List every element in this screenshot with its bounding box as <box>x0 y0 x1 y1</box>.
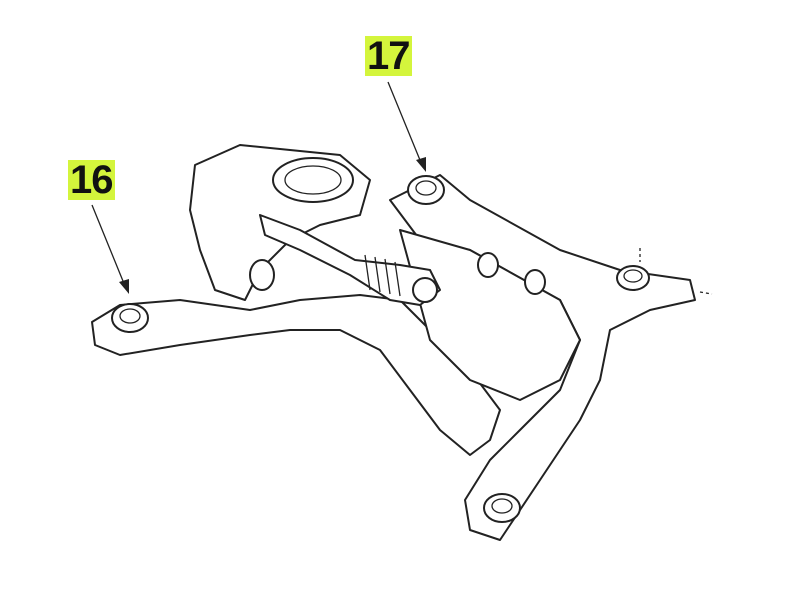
callout-label-17: 17 <box>365 34 412 78</box>
leader-arrow-16 <box>91 204 129 294</box>
subframe-drawing <box>91 144 713 541</box>
bushing-16 <box>111 303 149 333</box>
callout-label-16: 16 <box>68 158 115 202</box>
leader-arrow-17 <box>387 81 426 172</box>
bushing-17 <box>407 175 445 205</box>
